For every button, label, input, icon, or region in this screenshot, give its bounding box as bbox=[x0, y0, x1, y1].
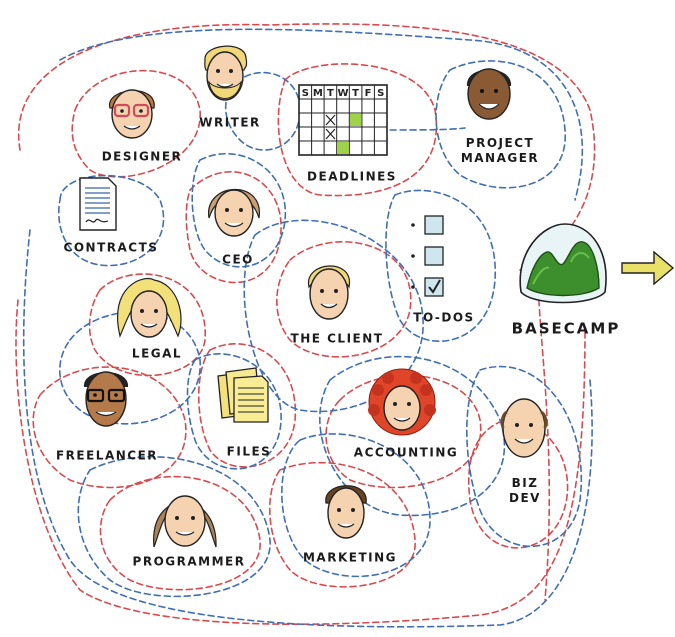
label-accounting: ACCOUNTING bbox=[353, 445, 459, 460]
ceo-avatar bbox=[208, 188, 260, 237]
calendar-header-day: W bbox=[337, 88, 348, 99]
label-project-manager: PROJECT MANAGER bbox=[461, 136, 539, 166]
calendar-header-day: S bbox=[302, 88, 309, 99]
label-todos: TO-DOS bbox=[413, 310, 475, 325]
calendar-icon: S M T W T F S bbox=[298, 84, 388, 156]
marketing-avatar bbox=[325, 485, 367, 539]
label-biz-dev: BIZ DEV bbox=[509, 476, 541, 506]
label-deadlines: DEADLINES bbox=[307, 169, 397, 184]
contract-icon bbox=[79, 177, 117, 231]
label-designer: DESIGNER bbox=[101, 149, 183, 164]
label-ceo: CEO bbox=[222, 252, 254, 267]
calendar-header-day: S bbox=[377, 88, 384, 99]
accounting-avatar bbox=[368, 368, 436, 436]
label-project-manager-line1: PROJECT bbox=[465, 136, 535, 150]
label-the-client: THE CLIENT bbox=[290, 331, 384, 346]
todo-checklist-icon bbox=[411, 215, 444, 297]
calendar-header-day: T bbox=[327, 88, 334, 99]
label-files: FILES bbox=[226, 444, 272, 459]
project-manager-avatar bbox=[466, 68, 512, 120]
arrow-right-icon bbox=[621, 250, 675, 286]
files-icon bbox=[217, 367, 269, 423]
label-freelancer: FREELANCER bbox=[55, 448, 159, 463]
label-programmer: PROGRAMMER bbox=[132, 554, 246, 569]
designer-avatar bbox=[109, 89, 155, 139]
label-writer: WRITER bbox=[199, 115, 261, 130]
freelancer-avatar bbox=[83, 371, 129, 427]
label-project-manager-line2: MANAGER bbox=[460, 151, 540, 165]
calendar-header-day: F bbox=[365, 88, 372, 99]
calendar-header-day: M bbox=[313, 88, 323, 99]
label-biz-dev-line2: DEV bbox=[509, 491, 541, 505]
calendar-header-day: T bbox=[352, 88, 359, 99]
biz-dev-avatar bbox=[500, 398, 548, 458]
writer-avatar bbox=[204, 45, 248, 101]
label-marketing: MARKETING bbox=[302, 550, 398, 565]
programmer-avatar bbox=[153, 495, 217, 548]
basecamp-logo-icon bbox=[519, 223, 607, 304]
label-basecamp: BASECAMP bbox=[511, 319, 621, 338]
legal-avatar bbox=[117, 278, 182, 338]
client-avatar bbox=[308, 265, 350, 320]
label-legal: LEGAL bbox=[131, 346, 183, 361]
label-biz-dev-line1: BIZ bbox=[511, 476, 539, 490]
label-contracts: CONTRACTS bbox=[63, 240, 159, 255]
